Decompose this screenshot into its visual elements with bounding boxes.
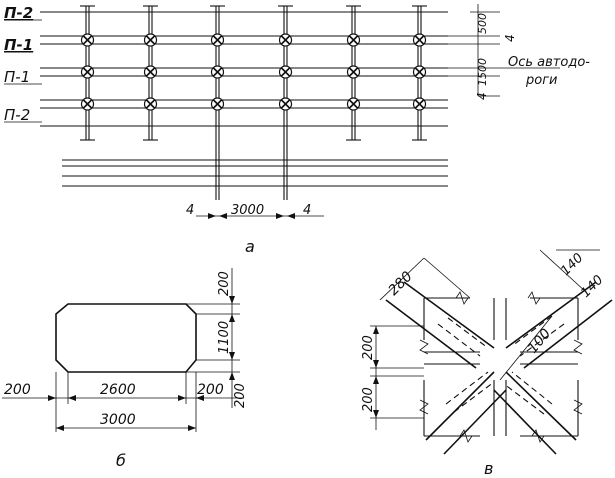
grid-node-cross	[145, 99, 156, 109]
grid-node-cross	[348, 99, 359, 109]
row-label-p2-bottom: П-2	[4, 106, 30, 124]
dim-200-top: 200	[217, 271, 232, 296]
grid-horizontal-lines	[40, 11, 448, 187]
dim-1100: 1100	[217, 321, 232, 354]
grid-nodes	[80, 33, 427, 111]
axis-label-line2: роги	[525, 73, 557, 88]
dim-3000: 3000	[231, 203, 264, 218]
dim-200-bottom: 200	[233, 383, 248, 408]
figure-c: 280 140 140 200 200 100 в	[361, 249, 613, 478]
row-label-p1-bottom: П-1	[4, 68, 30, 86]
dim-280: 280	[386, 269, 416, 299]
dim-200-upper: 200	[361, 335, 376, 360]
figure-a: П-2 П-1 П-1 П-2 500 1500 4 4 Ось автодо-…	[4, 4, 590, 256]
dim-140-a: 140	[558, 251, 586, 279]
grid-node-cross	[414, 99, 425, 109]
slab-outline	[55, 303, 197, 373]
grid-node-cross	[280, 35, 291, 45]
dim-left-4: 4	[186, 203, 194, 218]
grid-node-cross	[414, 35, 425, 45]
dim-right-4: 4	[303, 203, 311, 218]
grid-node-cross	[212, 99, 223, 109]
dim-4-top: 4	[503, 34, 517, 42]
row-label-p1-top: П-1	[4, 36, 33, 54]
grid-node-cross	[145, 67, 156, 77]
dim-140-b: 140	[578, 273, 606, 301]
caption-a: а	[245, 237, 255, 256]
grid-node-cross	[212, 35, 223, 45]
dim-1500: 1500	[476, 58, 489, 86]
grid-node-cross	[348, 35, 359, 45]
dim-4-bottom: 4	[475, 92, 489, 100]
grid-node-cross	[212, 67, 223, 77]
figure-b: 200 2600 200 3000 200 1100 200 б	[2, 268, 248, 470]
row-label-p2-top: П-2	[4, 4, 33, 22]
grid-node-cross	[145, 35, 156, 45]
axis-label-line1: Ось автодо-	[508, 55, 590, 70]
grid-node-cross	[280, 99, 291, 109]
dim-500: 500	[476, 13, 489, 34]
dim-200-left: 200	[4, 382, 31, 398]
dim-3000-b: 3000	[100, 412, 136, 428]
right-dimension-chain	[448, 4, 560, 97]
dim-200-right: 200	[197, 382, 224, 398]
grid-vertical-posts	[80, 5, 427, 200]
caption-c: в	[484, 459, 493, 478]
grid-node-cross	[82, 35, 93, 45]
grid-node-cross	[82, 99, 93, 109]
grid-node-cross	[82, 67, 93, 77]
caption-b: б	[116, 451, 126, 470]
dim-2600: 2600	[100, 382, 136, 398]
grid-node-cross	[414, 67, 425, 77]
bottom-dimension-3000	[196, 213, 324, 219]
grid-node-cross	[280, 67, 291, 77]
dim-200-lower: 200	[361, 387, 376, 412]
grid-node-cross	[348, 67, 359, 77]
